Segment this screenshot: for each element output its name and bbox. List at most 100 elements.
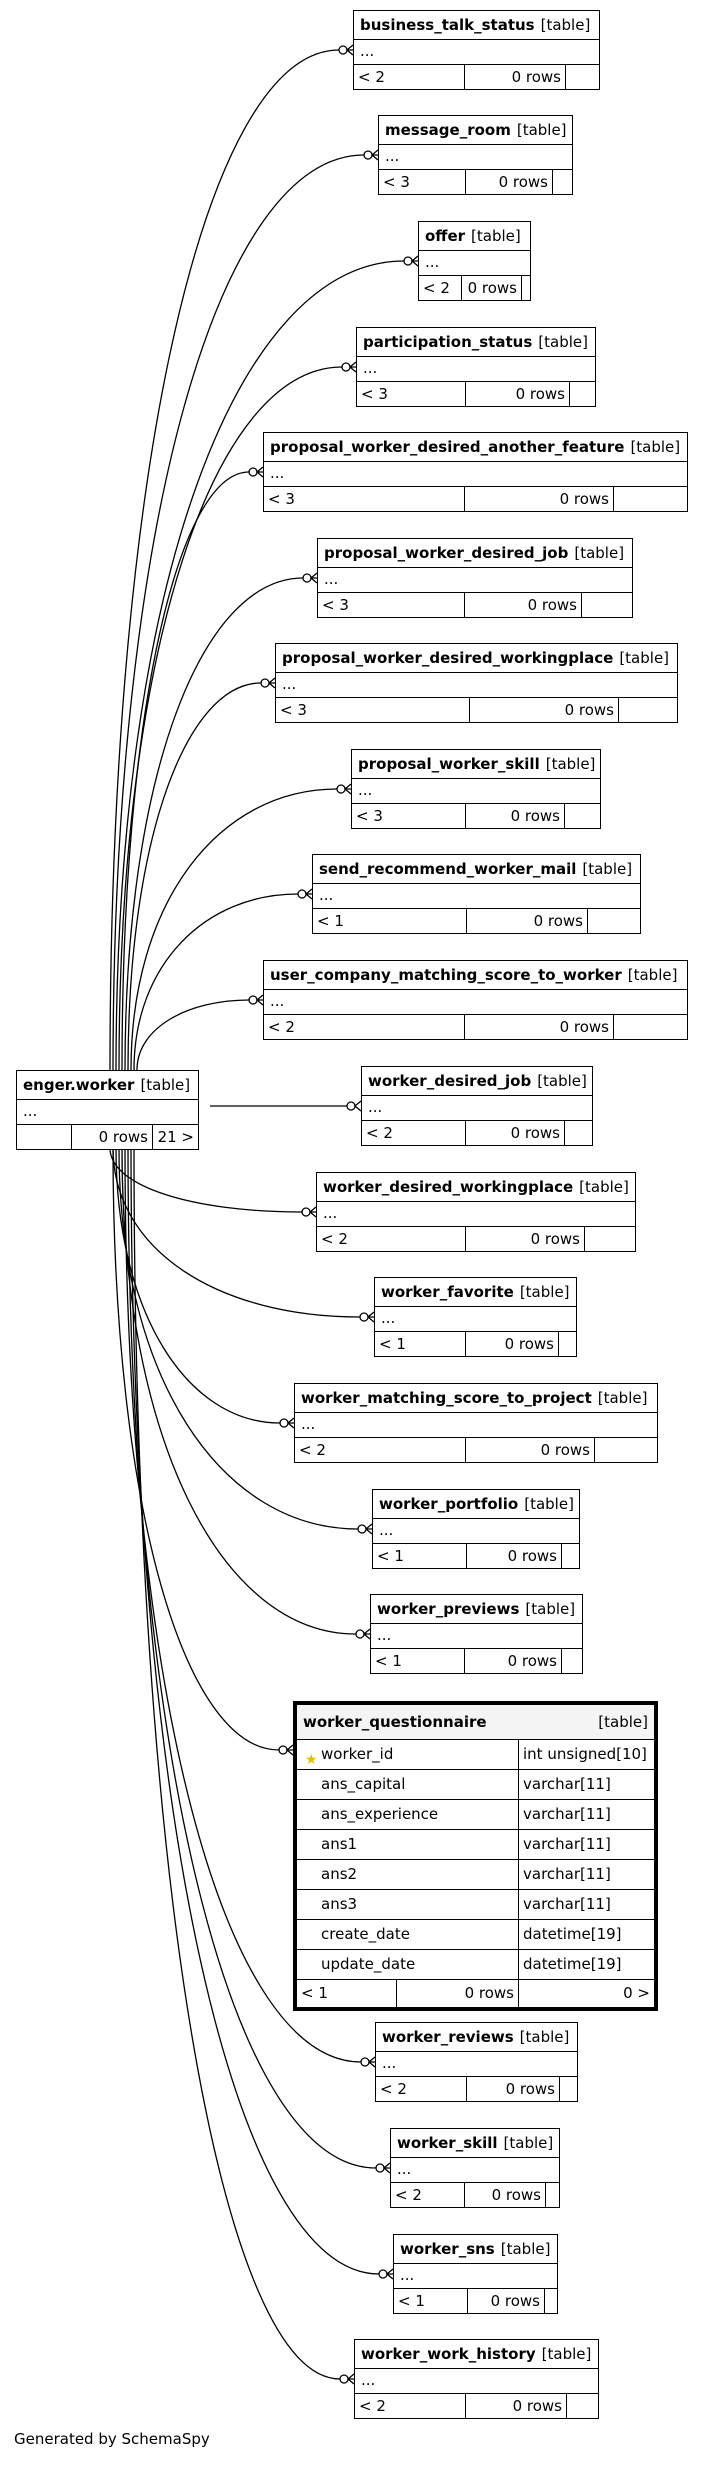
table-columns-ellipsis: ... bbox=[295, 1413, 657, 1438]
table-tag: [table] bbox=[519, 1283, 570, 1301]
table-name: worker_desired_job bbox=[368, 1072, 532, 1090]
table-tag: [table] bbox=[538, 333, 588, 351]
row-count: 0 rows bbox=[466, 1121, 565, 1145]
row-count: 0 rows bbox=[465, 65, 566, 89]
table-name: proposal_worker_desired_job bbox=[324, 544, 569, 562]
optional-marker bbox=[363, 150, 373, 160]
table-tag: [table] bbox=[582, 860, 633, 878]
column-type: datetime[19] bbox=[523, 1925, 622, 1943]
table-tag: [table] bbox=[500, 2240, 551, 2258]
table-columns-ellipsis: ... bbox=[371, 1624, 582, 1649]
table-name: message_room bbox=[385, 121, 511, 139]
crows-foot-marker bbox=[349, 361, 357, 373]
table-columns-ellipsis: ... bbox=[264, 990, 687, 1015]
row-count: 0 rows bbox=[462, 276, 522, 300]
table-name: proposal_worker_skill bbox=[358, 755, 540, 773]
relationship-line bbox=[130, 788, 338, 1071]
table-columns-ellipsis: ... bbox=[318, 568, 632, 593]
parent-count: < 2 bbox=[362, 1121, 466, 1145]
optional-marker bbox=[278, 1745, 288, 1755]
parent-count: < 3 bbox=[379, 170, 466, 194]
column-name: ans2 bbox=[321, 1865, 358, 1883]
relationship-line bbox=[112, 1147, 361, 1318]
optional-marker bbox=[346, 1101, 356, 1111]
crows-foot-marker bbox=[268, 677, 276, 689]
optional-marker bbox=[248, 995, 258, 1005]
table-proposal-worker-desired-workingplace[interactable]: proposal_worker_desired_workingplace[tab… bbox=[275, 643, 678, 723]
table-name: enger.worker bbox=[23, 1076, 135, 1094]
parent-count: < 2 bbox=[419, 276, 463, 300]
relationship-line bbox=[118, 366, 343, 1071]
table-tag: [table] bbox=[525, 1600, 576, 1618]
table-worker-matching-score-to-project[interactable]: worker_matching_score_to_project[table].… bbox=[294, 1383, 658, 1463]
column-type: varchar[11] bbox=[523, 1835, 611, 1853]
primary-key-icon: ★ bbox=[305, 1752, 318, 1768]
row-count: 0 rows bbox=[466, 1438, 595, 1462]
row-count: 0 rows bbox=[466, 170, 553, 194]
relationship-line bbox=[109, 1147, 303, 1213]
column-row[interactable]: create_date datetime[19] bbox=[297, 1920, 654, 1950]
central-table-worker[interactable]: enger.worker[table] ... 0 rows 21 > bbox=[16, 1070, 199, 1150]
table-columns-ellipsis: ... bbox=[362, 1096, 592, 1121]
row-count: 0 rows bbox=[465, 2183, 546, 2207]
table-tag: [table] bbox=[540, 16, 591, 34]
column-name: create_date bbox=[321, 1925, 410, 1943]
row-count: 0 rows bbox=[466, 804, 565, 828]
table-tag: [table] bbox=[524, 1495, 574, 1513]
column-type: datetime[19] bbox=[523, 1955, 622, 1973]
children-count: 0 > bbox=[623, 1984, 650, 2002]
table-columns-ellipsis: ... bbox=[354, 40, 599, 65]
crows-foot-marker bbox=[346, 44, 354, 56]
parent-count: < 1 bbox=[313, 909, 467, 933]
crows-foot-marker bbox=[305, 888, 313, 900]
relationship-line bbox=[127, 1147, 377, 2169]
table-columns-ellipsis: ... bbox=[419, 251, 530, 276]
parent-count: < 2 bbox=[391, 2183, 465, 2207]
column-type: varchar[11] bbox=[523, 1805, 611, 1823]
parent-count: < 2 bbox=[354, 65, 465, 89]
relationship-line bbox=[136, 999, 250, 1071]
optional-marker bbox=[301, 1207, 311, 1217]
optional-marker bbox=[248, 467, 258, 477]
optional-marker bbox=[339, 2374, 349, 2384]
table-user-company-matching-score-to-worker[interactable]: user_company_matching_score_to_worker[ta… bbox=[263, 960, 688, 1040]
row-count: 0 rows bbox=[465, 487, 614, 511]
optional-marker bbox=[336, 784, 346, 794]
crows-foot-marker bbox=[367, 1311, 375, 1323]
generated-by-footer: Generated by SchemaSpy bbox=[14, 2430, 210, 2448]
crows-foot-marker bbox=[344, 783, 352, 795]
table-proposal-worker-desired-another-feature[interactable]: proposal_worker_desired_another_feature[… bbox=[263, 432, 688, 512]
crows-foot-marker bbox=[368, 2056, 376, 2068]
table-proposal-worker-desired-job[interactable]: proposal_worker_desired_job[table]...< 3… bbox=[317, 538, 633, 618]
crows-foot-marker bbox=[310, 572, 318, 584]
table-name: offer bbox=[425, 227, 466, 245]
table-worker-desired-workingplace[interactable]: worker_desired_workingplace[table]...< 2… bbox=[316, 1172, 636, 1252]
optional-marker bbox=[359, 1312, 369, 1322]
crows-foot-marker bbox=[365, 1523, 373, 1535]
optional-marker bbox=[338, 45, 348, 55]
optional-marker bbox=[341, 362, 351, 372]
parent-count: < 1 bbox=[394, 2289, 468, 2313]
